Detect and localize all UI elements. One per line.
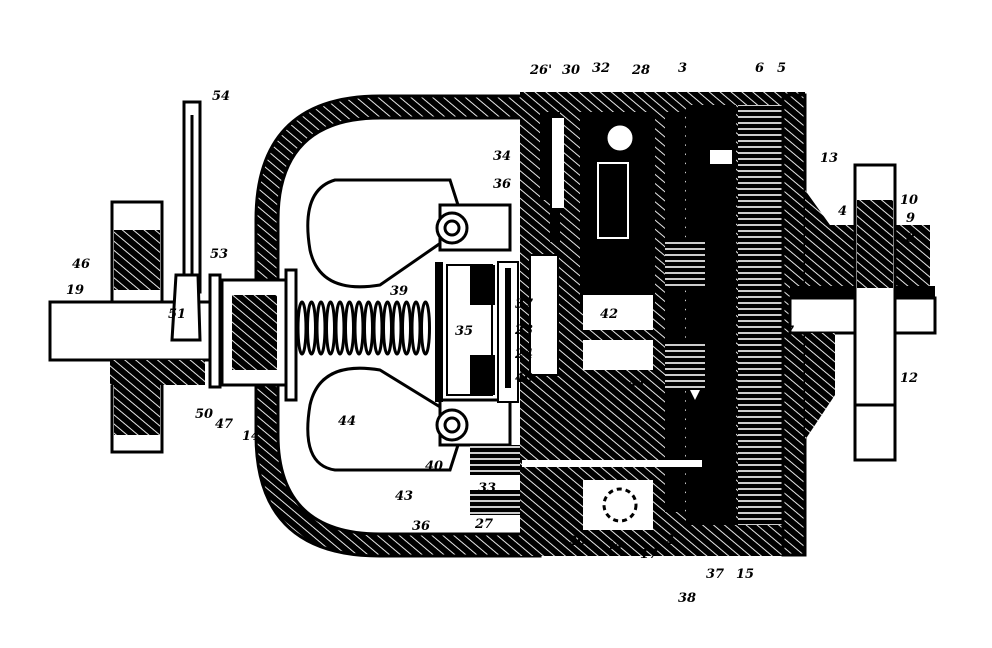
ref-label: 13 bbox=[820, 151, 838, 166]
spring-coil bbox=[346, 302, 354, 354]
ref-label: 37 bbox=[515, 297, 533, 312]
ref-label: 53 bbox=[210, 247, 228, 262]
ref-label: 44 bbox=[338, 414, 356, 429]
ref-label: 42 bbox=[600, 307, 618, 322]
ref-label: 12 bbox=[900, 371, 918, 386]
ref-label: 47 bbox=[215, 417, 233, 432]
ref-label: 40 bbox=[425, 459, 443, 474]
spring-coil bbox=[355, 302, 363, 354]
ref-label: 23 bbox=[514, 323, 533, 338]
spring-coil bbox=[374, 302, 382, 354]
ref-label: 38 bbox=[678, 591, 696, 606]
ref-label: 40 bbox=[515, 371, 533, 386]
ref-label: 26' bbox=[529, 63, 552, 78]
spring-coil bbox=[422, 302, 430, 354]
ref-label: 51 bbox=[168, 307, 186, 322]
ref-label: 9 bbox=[906, 211, 915, 226]
output-shaft bbox=[790, 165, 935, 460]
spring-coil bbox=[327, 302, 335, 354]
ref-label: 7 bbox=[785, 324, 794, 339]
spring-coil bbox=[308, 302, 316, 354]
ref-label: 27 bbox=[474, 517, 493, 532]
ref-label: 54 bbox=[212, 89, 230, 104]
ref-label: 6 bbox=[755, 61, 764, 76]
ref-label: 5 bbox=[777, 61, 786, 76]
spring-coil bbox=[317, 302, 325, 354]
ref-label: 36 bbox=[493, 177, 511, 192]
ref-label: 30 bbox=[562, 63, 580, 78]
shift-lever bbox=[172, 102, 200, 340]
ref-label: 32 bbox=[592, 61, 610, 76]
ref-label: 17 bbox=[640, 547, 658, 562]
ref-label: 37 bbox=[706, 567, 724, 582]
ref-label: 8 bbox=[906, 231, 915, 246]
ref-label: 2 bbox=[664, 533, 674, 548]
collar bbox=[210, 270, 296, 400]
ref-label: 43 bbox=[395, 489, 413, 504]
spring-coil bbox=[365, 302, 373, 354]
ref-label: 39 bbox=[390, 284, 408, 299]
spring-coil bbox=[403, 302, 411, 354]
ref-label: 34 bbox=[493, 149, 511, 164]
ref-label: 20 bbox=[567, 534, 586, 549]
ref-label: 46 bbox=[72, 257, 90, 272]
ball-bearing-top bbox=[606, 124, 634, 152]
ref-label: 50 bbox=[195, 407, 213, 422]
clutch-assembly bbox=[435, 262, 520, 515]
spring-coil bbox=[384, 302, 392, 354]
ref-label: 28 bbox=[631, 63, 650, 78]
ref-label: 19 bbox=[66, 283, 84, 298]
ref-label: 4 bbox=[838, 204, 847, 219]
spring-coil bbox=[298, 302, 306, 354]
ref-label: 34 bbox=[605, 539, 623, 554]
spring-coil bbox=[336, 302, 344, 354]
ref-label: 10 bbox=[900, 193, 918, 208]
ref-label: 31 bbox=[470, 269, 488, 284]
ref-label: 35 bbox=[455, 324, 473, 339]
ref-label: 41 bbox=[628, 377, 646, 392]
spring-coil bbox=[393, 302, 401, 354]
coil-spring bbox=[298, 302, 430, 354]
ref-label: 36 bbox=[412, 519, 430, 534]
spring-coil bbox=[412, 302, 420, 354]
gear-casing bbox=[520, 92, 805, 556]
ref-label: 3 bbox=[678, 61, 687, 76]
ref-label: 24 bbox=[514, 347, 533, 362]
ref-label: 33 bbox=[478, 481, 496, 496]
ref-label: 15 bbox=[736, 567, 754, 582]
ref-label: 14 bbox=[242, 429, 260, 444]
